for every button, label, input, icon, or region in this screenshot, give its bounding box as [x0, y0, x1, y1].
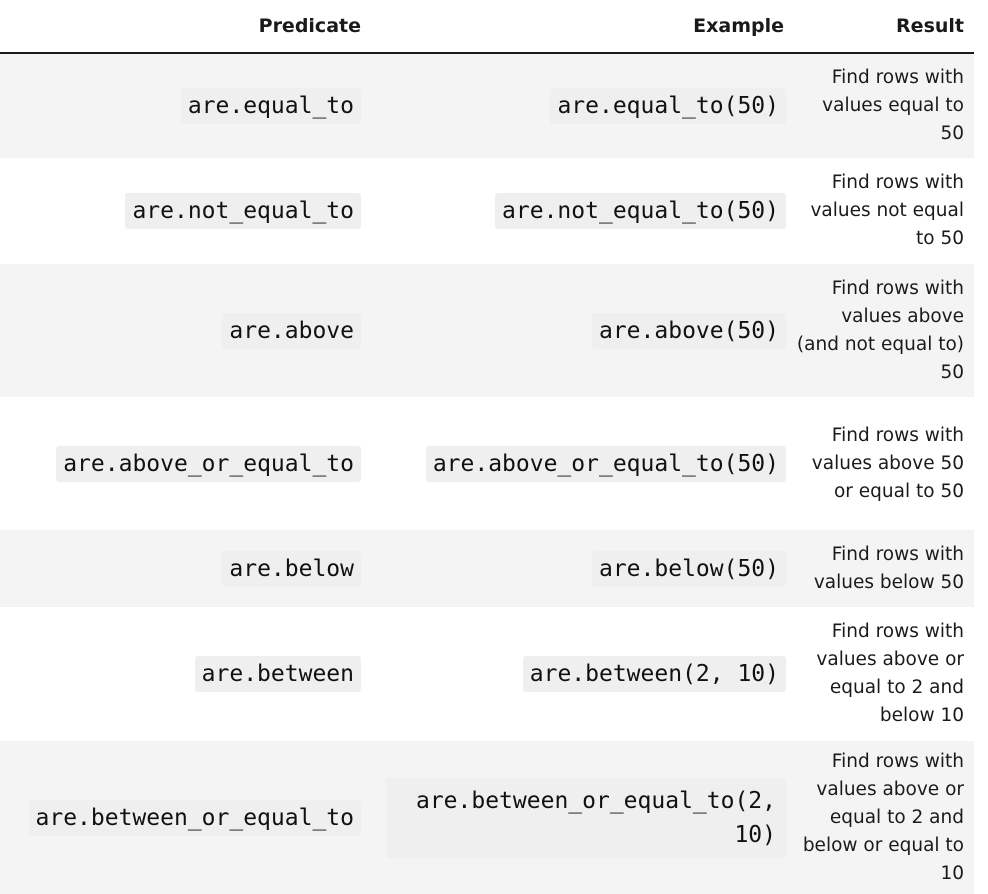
header-example: Example	[371, 0, 794, 54]
example-code: are.above(50)	[591, 312, 786, 349]
result-text: Find rows with values below 50	[813, 543, 964, 593]
predicate-cell: are.between_or_equal_to	[0, 741, 371, 894]
predicate-cell: are.equal_to	[0, 53, 371, 158]
result-text: Find rows with values not equal to 50	[810, 172, 964, 249]
example-cell: are.equal_to(50)	[371, 53, 794, 158]
example-cell: are.above_or_equal_to(50)	[371, 397, 794, 530]
example-code: are.between(2, 10)	[522, 656, 786, 692]
example-cell: are.below(50)	[371, 530, 794, 607]
table-row: are.between_or_equal_to are.between_or_e…	[0, 741, 974, 894]
example-code: are.below(50)	[591, 550, 786, 587]
result-text: Find rows with values above or equal to …	[816, 621, 964, 726]
example-cell: are.not_equal_to(50)	[371, 158, 794, 264]
predicate-code: are.between_or_equal_to	[28, 799, 361, 836]
example-code: are.between_or_equal_to(2, 10)	[386, 777, 786, 858]
predicate-cell: are.below	[0, 530, 371, 607]
table-header: Predicate Example Result	[0, 0, 974, 54]
result-text: Find rows with values above (and not equ…	[796, 277, 964, 383]
predicate-code: are.between	[194, 656, 361, 692]
predicate-code: are.not_equal_to	[125, 193, 361, 229]
predicate-code: are.below	[222, 550, 361, 587]
predicate-cell: are.above_or_equal_to	[0, 397, 371, 530]
table-row: are.above_or_equal_to are.above_or_equal…	[0, 397, 974, 530]
table-row: are.below are.below(50) Find rows with v…	[0, 530, 974, 607]
predicate-code: are.equal_to	[180, 88, 361, 124]
predicate-cell: are.above	[0, 264, 371, 397]
example-code: are.not_equal_to(50)	[495, 193, 786, 229]
predicate-cell: are.between	[0, 607, 371, 741]
example-cell: are.between(2, 10)	[371, 607, 794, 741]
predicate-code: are.above_or_equal_to	[56, 445, 361, 482]
header-predicate: Predicate	[0, 0, 371, 54]
table-row: are.above are.above(50) Find rows with v…	[0, 264, 974, 397]
table-row: are.equal_to are.equal_to(50) Find rows …	[0, 53, 974, 158]
result-text: Find rows with values equal to 50	[822, 67, 964, 144]
table-body: are.equal_to are.equal_to(50) Find rows …	[0, 53, 974, 894]
header-row: Predicate Example Result	[0, 0, 974, 54]
table-row: are.between are.between(2, 10) Find rows…	[0, 607, 974, 741]
example-cell: are.between_or_equal_to(2, 10)	[371, 741, 794, 894]
header-result: Result	[794, 0, 974, 54]
result-text: Find rows with values above or equal to …	[802, 750, 964, 884]
predicate-cell: are.not_equal_to	[0, 158, 371, 264]
predicate-code: are.above	[222, 312, 361, 349]
example-code: are.equal_to(50)	[550, 88, 786, 124]
example-cell: are.above(50)	[371, 264, 794, 397]
result-text: Find rows with values above 50 or equal …	[811, 424, 964, 502]
example-code: are.above_or_equal_to(50)	[425, 445, 786, 482]
table-row: are.not_equal_to are.not_equal_to(50) Fi…	[0, 158, 974, 264]
